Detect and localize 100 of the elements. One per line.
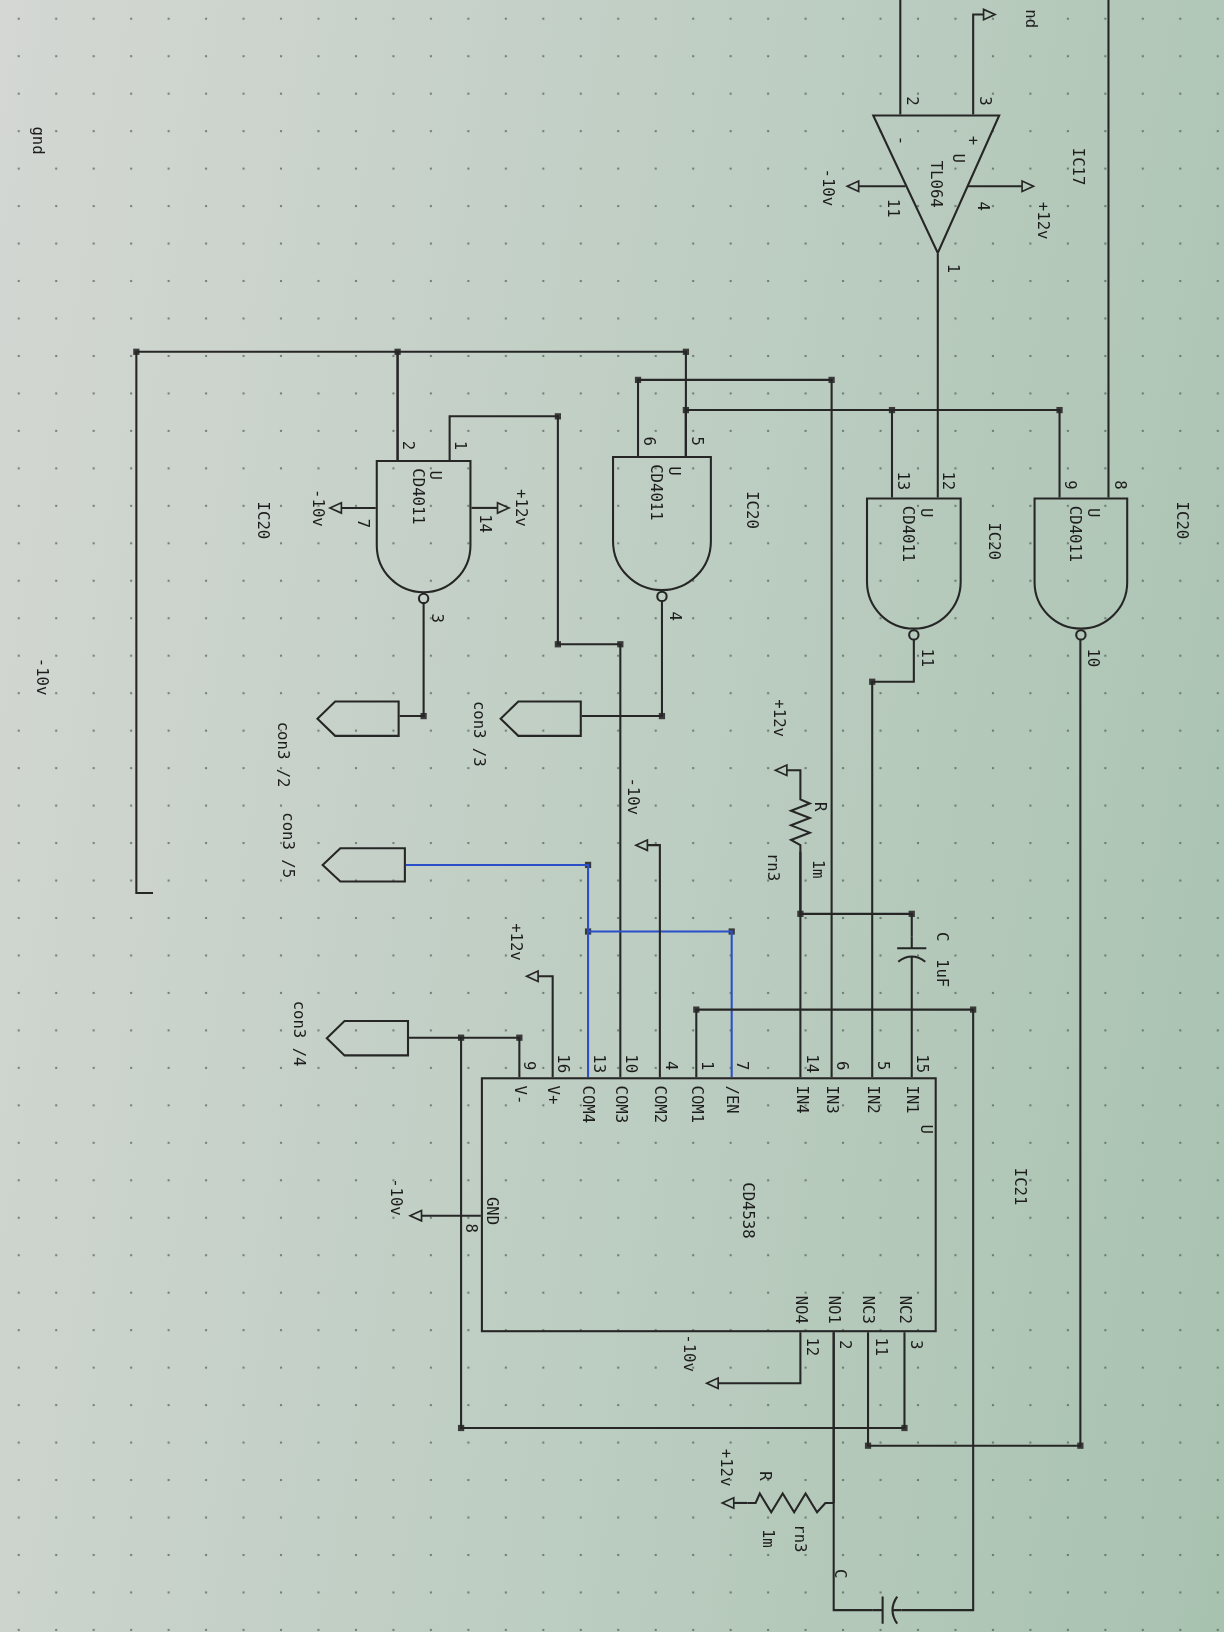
part-name: U	[665, 466, 682, 476]
wire	[871, 640, 915, 1078]
wire	[972, 13, 984, 115]
voltage-label: +12v	[717, 1448, 734, 1487]
part-reference: IC20	[254, 501, 271, 540]
pin-number: 11	[885, 198, 901, 218]
wire	[786, 769, 802, 794]
pin-number: 16	[555, 1054, 571, 1074]
wire	[718, 1332, 802, 1385]
part-name: CD4011	[647, 464, 664, 521]
voltage-label: +12v	[770, 699, 787, 737]
wire	[899, 0, 902, 115]
pin-number: 10	[1085, 648, 1101, 668]
pin-number: 11	[918, 648, 935, 668]
pin-name: COM2	[652, 1085, 668, 1124]
pin-name: V-	[511, 1085, 528, 1105]
pin-number: 11	[872, 1337, 889, 1357]
pin-number: 15	[914, 1054, 930, 1074]
wire	[799, 851, 913, 937]
pin-name: IN3	[823, 1085, 840, 1114]
pin-number: 4	[666, 611, 683, 621]
part-name: U	[917, 507, 934, 518]
pin-sign: -	[892, 135, 909, 146]
pin-number: 6	[834, 1061, 850, 1071]
voltage-label: -10v	[819, 168, 836, 207]
connector-symbol	[499, 700, 582, 737]
pin-name: V+	[544, 1085, 561, 1105]
part-reference: IC20	[1173, 501, 1190, 540]
wire	[399, 603, 425, 718]
resistor-symbol	[747, 1490, 834, 1516]
part-reference: IC20	[743, 491, 760, 529]
pin-number: 8	[1112, 480, 1128, 490]
wire	[341, 506, 376, 509]
nand-gate-symbol	[1033, 497, 1129, 641]
pin-number: 6	[640, 436, 657, 446]
wire	[581, 601, 663, 718]
pin-number: 14	[804, 1054, 820, 1074]
pin-number: 9	[520, 1061, 537, 1071]
wire	[404, 863, 733, 1079]
wire	[135, 350, 399, 895]
wire	[647, 844, 661, 1078]
wire	[421, 1214, 481, 1217]
pin-number: 12	[940, 471, 956, 491]
pin-name: /EN	[723, 1085, 740, 1114]
pin-number: 12	[804, 1337, 820, 1357]
wire	[858, 185, 906, 188]
connector-symbol	[321, 847, 406, 883]
component-value: 1m	[760, 1528, 776, 1548]
nand-gate-symbol	[865, 497, 962, 641]
part-name: TL064	[927, 160, 944, 208]
pin-number: 4	[662, 1061, 679, 1071]
wire	[936, 253, 939, 498]
pin-name: IN2	[864, 1085, 880, 1114]
part-name: CD4011	[899, 505, 916, 563]
voltage-label: +12v	[512, 489, 529, 527]
connector-symbol	[325, 1020, 410, 1057]
component-value: C	[934, 932, 950, 942]
wire	[637, 378, 833, 1078]
wire	[471, 506, 498, 509]
component-value: C	[832, 1569, 848, 1579]
wire	[867, 640, 1082, 1447]
pin-number: 9	[1062, 480, 1078, 490]
wire	[967, 185, 1023, 188]
pin-number: 7	[354, 518, 370, 529]
pin-number: 5	[688, 436, 705, 446]
pin-number: 1	[944, 263, 961, 274]
voltage-label: -10v	[681, 1334, 697, 1372]
nand-gate-symbol	[612, 455, 712, 602]
part-name: CD4011	[1066, 505, 1083, 563]
wire	[733, 1501, 748, 1504]
pin-number: 2	[400, 440, 416, 451]
component-value: 1m	[810, 859, 826, 879]
pin-name: COM1	[688, 1085, 705, 1124]
pin-sign: +	[965, 135, 981, 146]
part-name: CD4538	[739, 1182, 756, 1239]
net-label: gnd	[29, 126, 46, 155]
voltage-label: +12v	[1035, 201, 1051, 240]
wire	[538, 975, 554, 1078]
part-name: U	[949, 153, 966, 163]
pin-number: 1	[452, 440, 468, 451]
pin-number: 4	[974, 201, 991, 211]
component-value: R	[757, 1471, 773, 1481]
connector-label: con3 /2	[275, 721, 291, 788]
wire	[448, 415, 622, 1078]
pin-number: 3	[429, 613, 445, 623]
pin-name: IN4	[793, 1085, 810, 1114]
pin-number: 3	[908, 1340, 924, 1350]
pin-number: 10	[622, 1054, 639, 1074]
wire	[1107, 0, 1110, 498]
pin-name: COM3	[612, 1085, 629, 1124]
pin-name: IN1	[903, 1085, 920, 1114]
voltage-label: -10v	[33, 657, 50, 696]
pin-number: 2	[903, 96, 920, 106]
wire	[695, 1008, 975, 1612]
component-value: rn3	[791, 1524, 808, 1553]
op-amp-symbol	[872, 114, 1001, 254]
part-reference: IC17	[1069, 147, 1086, 186]
part-reference: IC21	[1012, 1167, 1028, 1206]
wire	[684, 409, 1061, 498]
pin-number: 13	[894, 471, 911, 491]
